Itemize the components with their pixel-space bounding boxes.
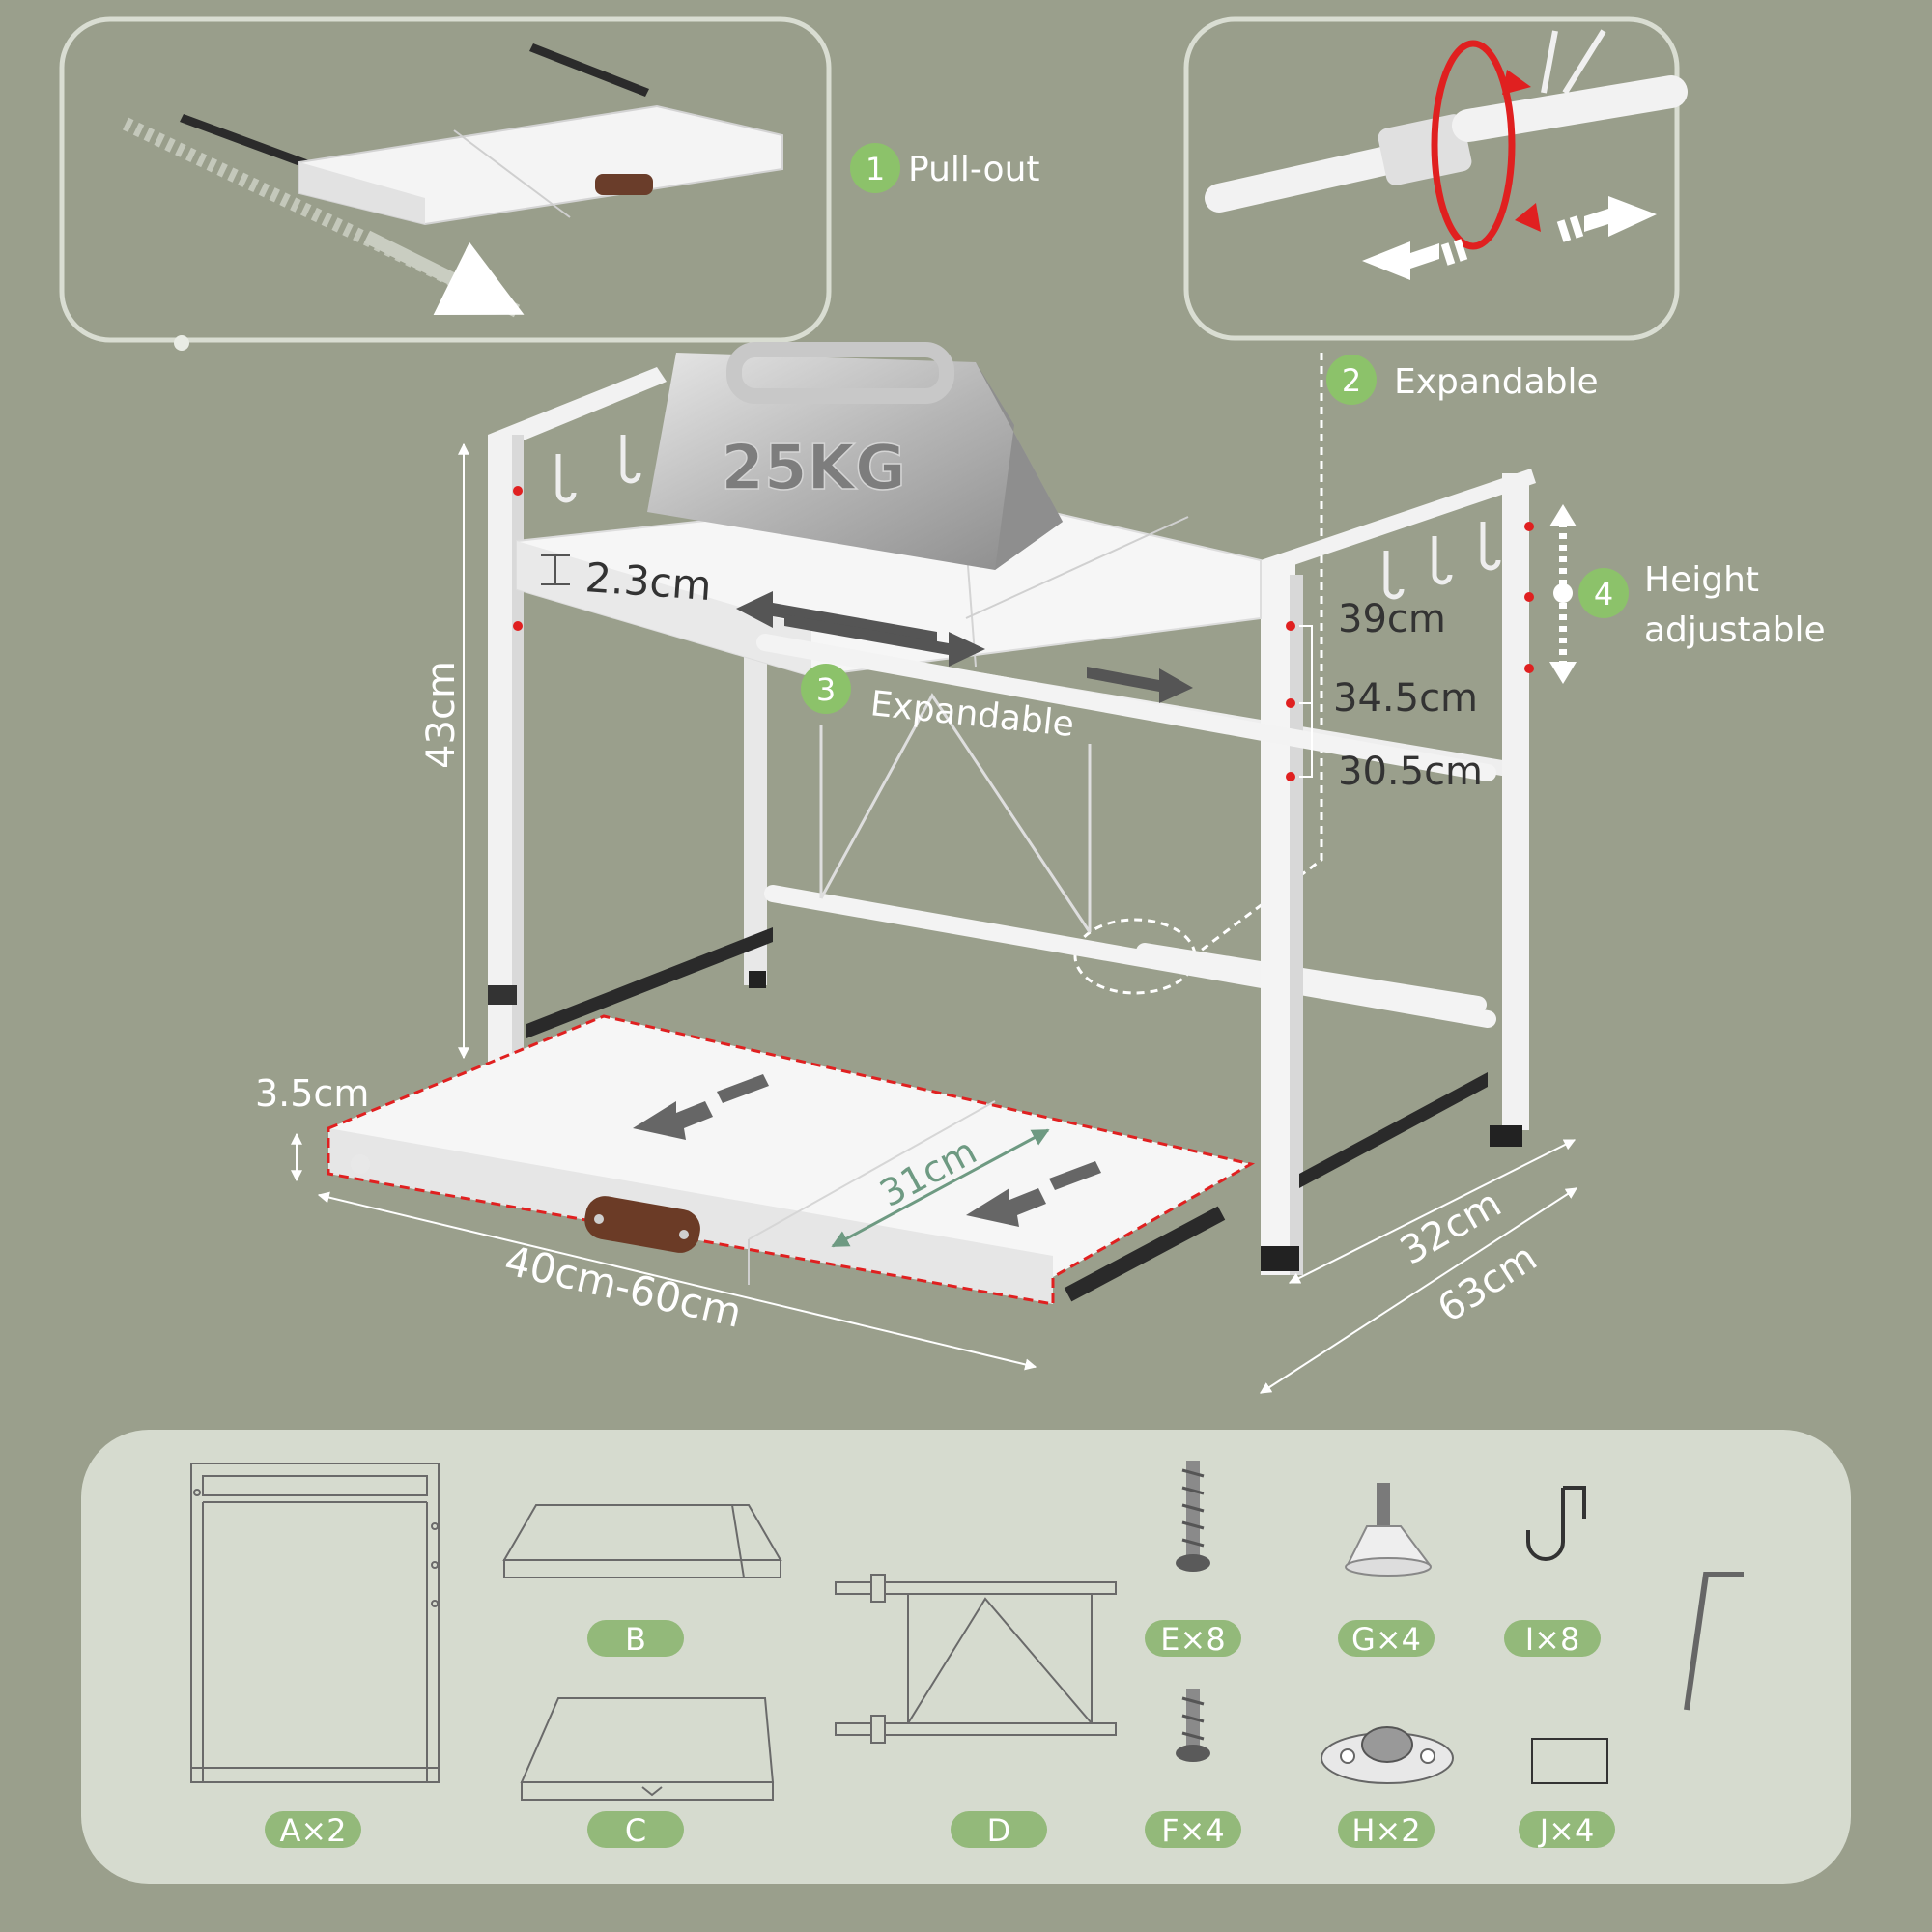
svg-text:D: D [987, 1812, 1011, 1849]
feature-label-line2: adjustable [1644, 611, 1826, 650]
dim-label: 2.3cm [583, 554, 713, 610]
part-label-i: I×8 [1504, 1620, 1601, 1658]
part-label-a: A×2 [265, 1811, 361, 1849]
part-h-plate [1321, 1726, 1454, 1784]
dim-label: 43cm [419, 661, 464, 769]
part-d-rods [835, 1574, 1117, 1744]
svg-text:B: B [625, 1621, 646, 1658]
parts-panel: A×2 B C D E×8 F×4 G×4 H×2 [81, 1430, 1851, 1884]
dimension-levels: 39cm 34.5cm 30.5cm [1299, 597, 1483, 794]
feature-number: 1 [866, 151, 885, 187]
allen-key-icon [1684, 1572, 1744, 1711]
feature-height-adjustable: 4 Height adjustable [1549, 504, 1826, 684]
part-label-e: E×8 [1145, 1620, 1241, 1658]
dimension-drawer-thickness: 3.5cm [255, 1072, 369, 1182]
part-label-f: F×4 [1145, 1811, 1241, 1849]
part-label-d: D [951, 1811, 1047, 1849]
part-j-pad [1531, 1738, 1608, 1784]
feature-number: 3 [816, 671, 836, 708]
svg-text:I×8: I×8 [1525, 1621, 1580, 1658]
part-f-screw [1176, 1689, 1210, 1762]
svg-text:F×4: F×4 [1161, 1812, 1225, 1849]
dimension-shelf-thickness: 2.3cm [541, 554, 713, 610]
part-e-screw [1176, 1461, 1210, 1572]
inset-expandable-rod [1183, 16, 1688, 341]
part-label-g: G×4 [1338, 1620, 1435, 1658]
drawer-pull-out [327, 1014, 1256, 1306]
part-label-c: C [587, 1811, 684, 1849]
part-c-drawer [520, 1697, 775, 1801]
part-g-foot [1345, 1483, 1432, 1577]
inset-pull-out [59, 16, 832, 351]
svg-text:E×8: E×8 [1160, 1621, 1225, 1658]
part-a-frame [190, 1463, 440, 1783]
svg-text:H×2: H×2 [1351, 1812, 1420, 1849]
rack-main [488, 367, 1536, 1275]
part-label-h: H×2 [1338, 1811, 1435, 1849]
part-i-hook [1526, 1486, 1586, 1561]
feature-expandable-1: 2 Expandable [1326, 355, 1599, 405]
shelf-expand-arrows [736, 591, 1193, 703]
feature-pull-out: 1 Pull-out [850, 143, 1040, 193]
dim-label: 3.5cm [255, 1072, 369, 1115]
part-label-b: B [587, 1620, 684, 1658]
part-label-j: J×4 [1519, 1811, 1615, 1849]
dim-level-1: 39cm [1338, 597, 1446, 641]
dim-level-2: 34.5cm [1333, 676, 1478, 721]
part-b-board [502, 1504, 782, 1578]
svg-text:J×4: J×4 [1538, 1812, 1595, 1849]
svg-text:A×2: A×2 [279, 1812, 346, 1849]
feature-number: 2 [1342, 362, 1361, 399]
feature-label-line1: Height [1644, 560, 1759, 600]
detail-connector [1192, 353, 1323, 958]
feature-label: Expandable [1394, 362, 1599, 402]
dim-level-3: 30.5cm [1338, 750, 1483, 794]
feature-number: 4 [1594, 576, 1613, 612]
svg-text:G×4: G×4 [1351, 1621, 1421, 1658]
dim-label: 40cm-60cm [500, 1236, 747, 1337]
feature-label: Pull-out [908, 150, 1040, 189]
svg-text:C: C [625, 1812, 646, 1849]
weight-label: 25KG [721, 433, 905, 504]
dimension-height-total: 43cm [419, 442, 469, 1060]
weight-25kg: 25KG [647, 342, 1063, 570]
